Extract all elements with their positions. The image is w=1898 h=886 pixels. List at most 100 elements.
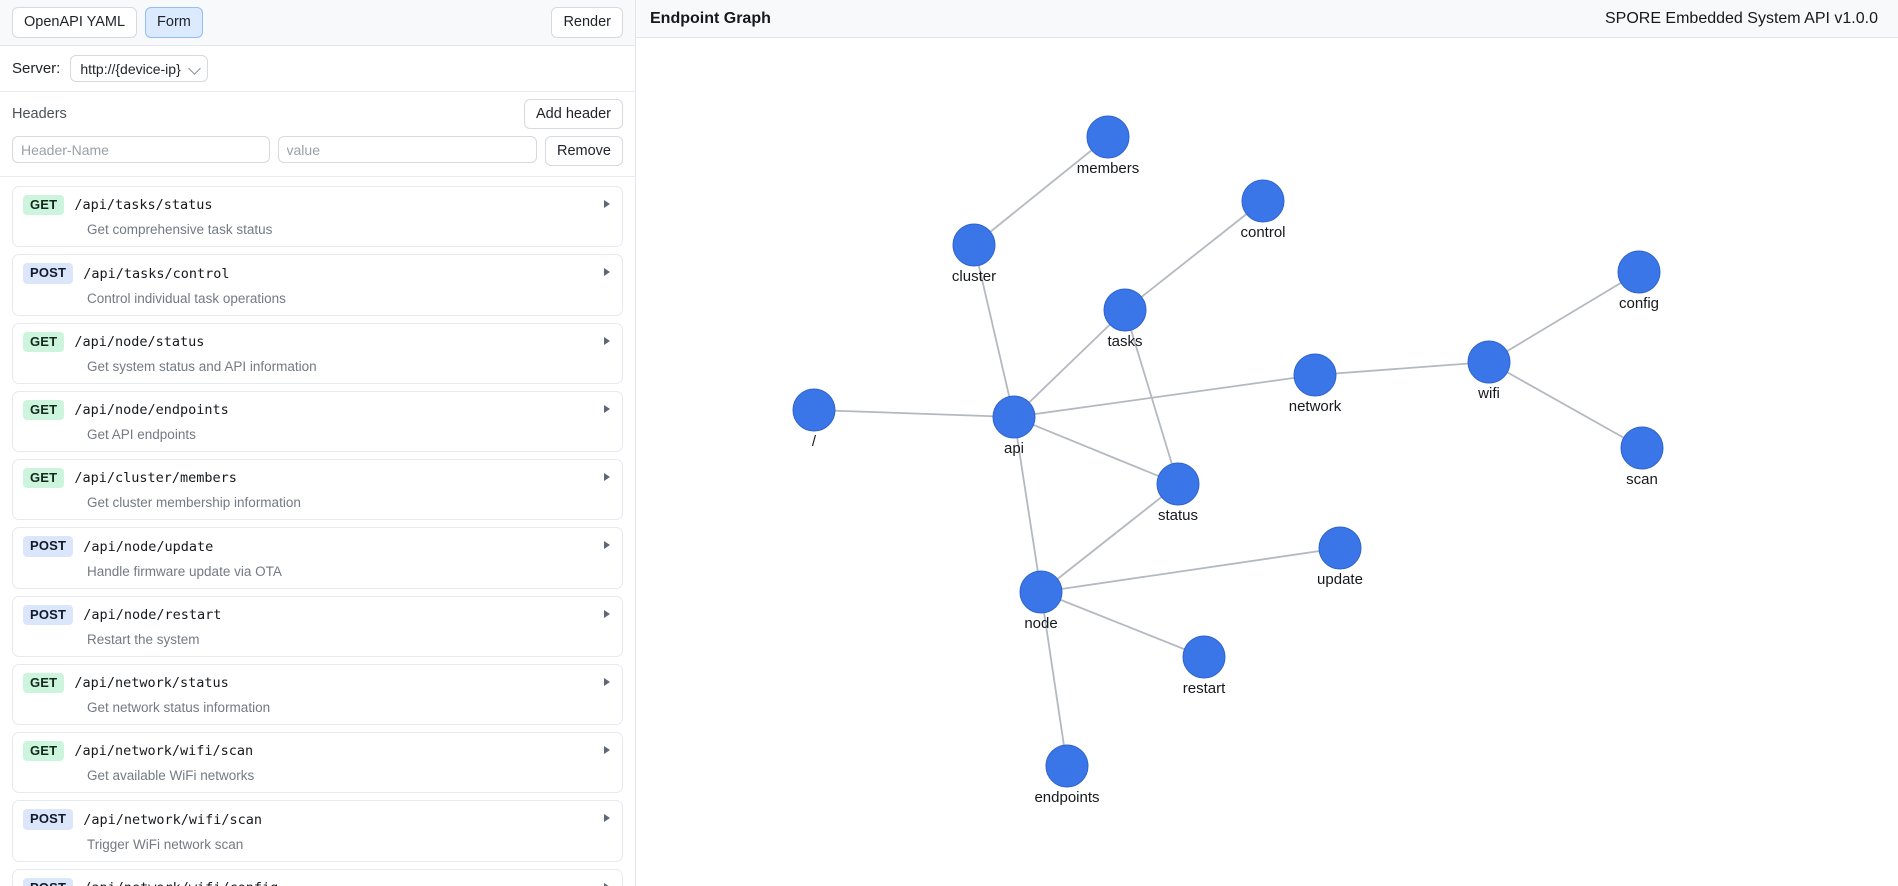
headers-row: Headers Add header [0, 92, 635, 136]
endpoint-path: /api/node/update [83, 538, 214, 555]
method-badge: GET [23, 399, 65, 421]
graph-node-circle[interactable] [1156, 462, 1200, 506]
endpoint-path: /api/network/wifi/scan [74, 743, 254, 760]
header-name-input[interactable] [12, 136, 270, 163]
render-button[interactable]: Render [551, 7, 623, 38]
chevron-right-icon[interactable] [604, 609, 610, 618]
graph-node[interactable]: node [1019, 570, 1063, 632]
graph-node-circle[interactable] [992, 395, 1036, 439]
graph-node[interactable]: / [792, 388, 836, 450]
endpoint-row-header: POST/api/network/wifi/config [23, 877, 612, 886]
graph-node-circle[interactable] [1293, 353, 1337, 397]
endpoint-description: Handle firmware update via OTA [87, 563, 282, 579]
graph-node-label: cluster [952, 268, 996, 285]
header-value-input[interactable] [277, 136, 537, 163]
chevron-right-icon[interactable] [604, 473, 610, 482]
graph-edge [1013, 309, 1126, 418]
endpoint-path: /api/network/status [74, 675, 229, 691]
chevron-right-icon[interactable] [604, 268, 610, 277]
graph-node-label: wifi [1477, 385, 1500, 402]
graph-node-circle[interactable] [1045, 744, 1089, 788]
endpoint-path: /api/tasks/control [83, 265, 230, 282]
endpoint-description: Get system status and API information [87, 358, 317, 374]
endpoint-graph-canvas[interactable]: / api members cluster control tasks network wif… [636, 38, 1898, 886]
chevron-right-icon[interactable] [604, 200, 610, 209]
graph-node-circle[interactable] [1019, 570, 1063, 614]
graph-node[interactable]: restart [1182, 635, 1226, 697]
chevron-right-icon[interactable] [604, 404, 610, 413]
graph-edge [1488, 271, 1640, 363]
graph-node-circle[interactable] [1467, 340, 1511, 384]
chevron-right-icon[interactable] [604, 746, 610, 755]
graph-node[interactable]: api [992, 395, 1036, 457]
endpoint-row-header: GET/api/network/status [23, 672, 612, 694]
add-header-button[interactable]: Add header [524, 98, 623, 130]
graph-node-circle[interactable] [1086, 115, 1130, 159]
endpoint-graph-svg[interactable]: / api members cluster control tasks network wif… [636, 38, 1898, 886]
mode-toolbar: OpenAPI YAML Form Render [0, 0, 635, 46]
endpoint-row-header: GET/api/cluster/members [23, 468, 612, 489]
endpoint-row-header: POST/api/tasks/control [23, 263, 612, 284]
graph-node-circle[interactable] [1241, 179, 1285, 223]
graph-node-label: members [1077, 160, 1140, 177]
graph-node[interactable]: members [1077, 115, 1140, 177]
graph-node-circle[interactable] [1617, 250, 1661, 294]
graph-node[interactable]: config [1617, 250, 1661, 312]
graph-node[interactable]: status [1156, 462, 1200, 524]
endpoint-row[interactable]: POST/api/network/wifi/config [12, 868, 623, 886]
chevron-right-icon[interactable] [604, 882, 610, 886]
graph-node-circle[interactable] [1620, 426, 1664, 470]
graph-node-circle[interactable] [952, 223, 996, 267]
graph-node-label: control [1240, 224, 1285, 241]
graph-edge [1013, 416, 1042, 593]
graph-edge [813, 409, 1015, 418]
graph-edge [1124, 200, 1264, 311]
graph-node-circle[interactable] [1182, 635, 1226, 679]
chevron-right-icon[interactable] [604, 814, 610, 823]
method-badge: GET [23, 741, 65, 762]
server-label: Server: [12, 60, 61, 77]
graph-node[interactable]: update [1317, 526, 1363, 588]
graph-node-label: tasks [1107, 333, 1142, 350]
method-badge: GET [23, 331, 65, 352]
graph-node[interactable]: cluster [952, 223, 996, 285]
tab-openapi-yaml[interactable]: OpenAPI YAML [12, 7, 138, 38]
headers-title: Headers [12, 106, 67, 122]
endpoint-description: Trigger WiFi network scan [87, 836, 244, 852]
endpoint-row-header: GET/api/network/wifi/scan [23, 741, 612, 762]
graph-node[interactable]: network [1289, 353, 1342, 415]
endpoint-path: /api/tasks/status [74, 197, 213, 214]
graph-node[interactable]: wifi [1467, 340, 1511, 402]
endpoint-row-header: GET/api/tasks/status [23, 195, 612, 216]
graph-node-circle[interactable] [792, 388, 836, 432]
endpoint-row-header: POST/api/node/update [23, 536, 612, 557]
graph-node[interactable]: tasks [1103, 288, 1147, 350]
chevron-right-icon[interactable] [604, 541, 610, 550]
graph-node[interactable]: scan [1620, 426, 1664, 488]
server-select[interactable]: http://{device-ip} [70, 55, 208, 82]
right-panel: Endpoint Graph SPORE Embedded System API… [636, 0, 1898, 886]
graph-node-label: endpoints [1034, 789, 1099, 806]
graph-node[interactable]: endpoints [1034, 744, 1100, 806]
graph-edge [1488, 361, 1643, 449]
chevron-right-icon[interactable] [604, 677, 610, 686]
chevron-right-icon[interactable] [604, 336, 610, 345]
endpoint-description: Get available WiFi networks [87, 768, 255, 784]
graph-node-circle[interactable] [1103, 288, 1147, 332]
graph-node[interactable]: control [1240, 179, 1286, 241]
graph-node-circle[interactable] [1318, 526, 1362, 570]
tab-form[interactable]: Form [145, 7, 203, 38]
endpoint-path: /api/cluster/members [74, 470, 237, 487]
remove-header-button[interactable]: Remove [545, 136, 623, 167]
